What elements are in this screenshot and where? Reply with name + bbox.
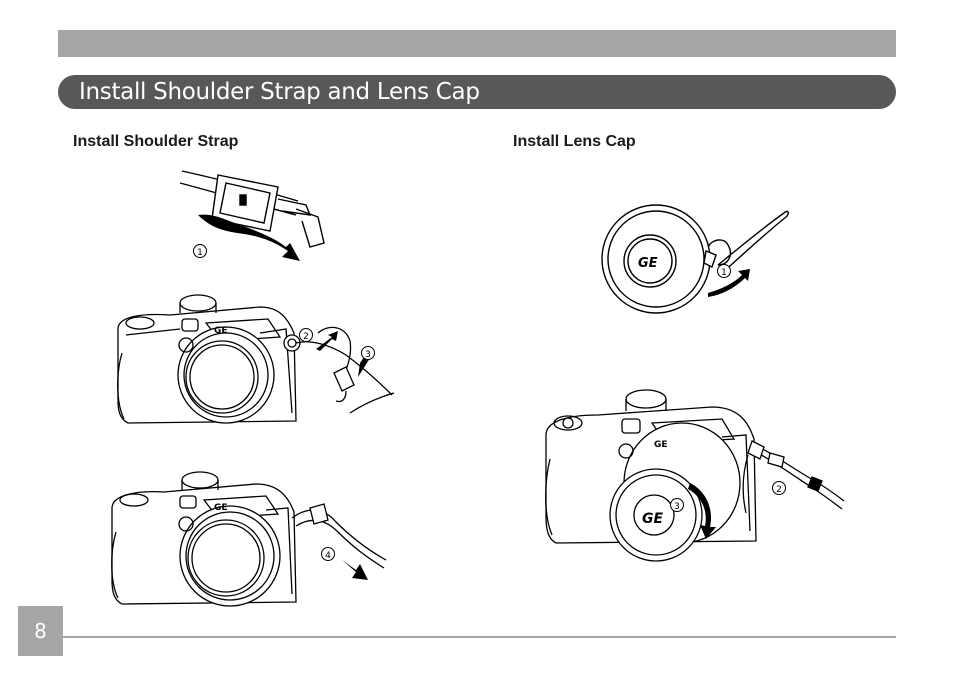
header-stripe xyxy=(58,30,896,57)
page-number-box: 8 xyxy=(18,606,63,656)
camera-lens-cap-logo-text: GE xyxy=(642,511,663,527)
page-number: 8 xyxy=(34,619,47,643)
step-1-label: 1 xyxy=(197,248,203,258)
camera-logo-text-3: GE xyxy=(654,440,668,450)
strap-buckle-illustration: 1 xyxy=(179,170,325,261)
step-3-label: 3 xyxy=(365,350,371,360)
camera-strap-attach-illustration: GE 2 3 xyxy=(117,294,395,424)
step-2-cap-label: 2 xyxy=(776,485,782,495)
section-title-lens-cap: Install Lens Cap xyxy=(513,133,636,150)
page-title: Install Shoulder Strap and Lens Cap xyxy=(79,79,480,105)
camera-logo-text-2: GE xyxy=(214,503,228,513)
step-4-label: 4 xyxy=(325,551,331,561)
camera-logo-text: GE xyxy=(214,326,228,336)
lens-cap-logo-text: GE xyxy=(638,256,658,271)
section-title-shoulder-strap: Install Shoulder Strap xyxy=(73,133,239,150)
camera-strap-pull-illustration: GE 4 xyxy=(111,471,387,607)
camera-lens-cap-illustration: GE GE 3 2 xyxy=(545,389,845,562)
step-2-label: 2 xyxy=(303,332,309,342)
footer-divider xyxy=(58,636,896,638)
title-banner: Install Shoulder Strap and Lens Cap xyxy=(58,75,896,109)
lens-cap-cord-illustration: GE 1 xyxy=(601,204,789,314)
step-1-cap-label: 1 xyxy=(721,268,727,278)
step-3-cap-label: 3 xyxy=(674,502,680,512)
